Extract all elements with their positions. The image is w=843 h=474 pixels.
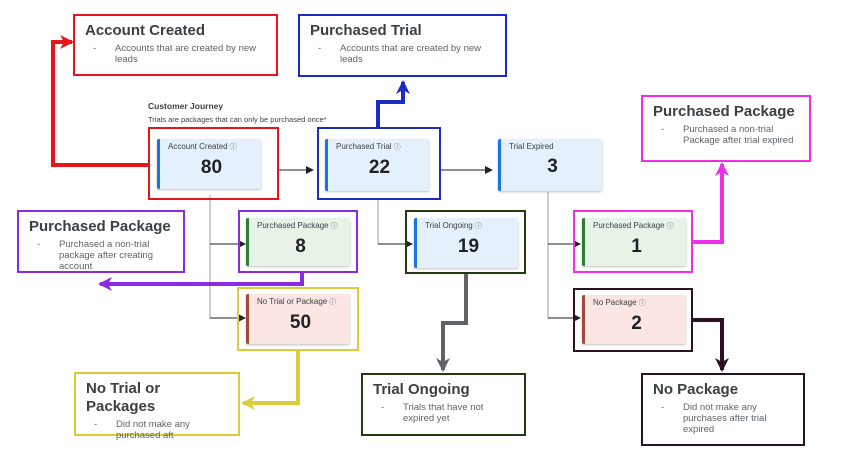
magenta-annotation-arrow <box>693 162 729 244</box>
card-label: Trial Ongoing <box>425 221 473 230</box>
card-label: Purchased Package <box>257 221 329 230</box>
highlight-frame-purchased-package-after-trial <box>573 210 693 273</box>
callout-title: No Package <box>653 381 739 398</box>
highlight-frame-no-package <box>573 288 693 352</box>
callout-description: Purchased a non-trial Package after tria… <box>683 124 794 146</box>
callout-no-trial-or-packages: No Trial or Packages - Did not make any … <box>74 372 240 441</box>
purple-annotation-arrow <box>98 273 304 291</box>
highlight-frame-purchased-package <box>238 210 358 273</box>
card-label: Purchased Package <box>593 221 665 230</box>
dark-annotation-arrow <box>692 318 729 372</box>
callout-account-created: Account Created - Accounts that are crea… <box>73 14 278 76</box>
card-value: 3 <box>547 156 558 177</box>
callout-trial-ongoing: Trial Ongoing - Trials that have not exp… <box>361 373 526 436</box>
bullet-dash: - <box>381 402 385 413</box>
callout-description: Did not make any purchases after trial e… <box>683 402 767 435</box>
card-label: Purchased Trial <box>336 142 392 151</box>
callout-description: Did not make any purchased aft <box>116 419 190 441</box>
card-value: 22 <box>368 157 391 178</box>
card-label: No Package <box>593 298 637 307</box>
card-label: No Trial or Package <box>257 297 328 306</box>
callout-purchased-trial: Purchased Trial - Accounts that are crea… <box>298 14 507 77</box>
info-icon[interactable]: ⓘ <box>638 300 646 307</box>
card-value: 19 <box>457 236 480 257</box>
callout-description: Accounts that are created by new leads <box>340 43 481 65</box>
tree-line-account-to-no-trial <box>209 195 238 319</box>
card-label: Trial Expired <box>509 142 554 151</box>
callout-title: Account Created <box>85 22 206 39</box>
red-annotation-arrow <box>51 35 148 167</box>
highlight-frame-purchased-trial <box>317 127 441 200</box>
info-icon[interactable]: ⓘ <box>474 223 482 230</box>
yellow-annotation-arrow <box>241 351 300 410</box>
highlight-frame-account-created <box>148 127 279 200</box>
info-icon[interactable]: ⓘ <box>329 299 337 306</box>
info-icon[interactable]: ⓘ <box>330 223 338 230</box>
info-icon[interactable]: ⓘ <box>229 144 237 151</box>
callout-purchased-package-after-account: Purchased Package - Purchased a non-tria… <box>17 210 185 273</box>
card-value: 80 <box>200 157 223 178</box>
card-label: Account Created <box>168 142 228 151</box>
callout-title: Trial Ongoing <box>373 381 470 398</box>
card-value: 1 <box>631 236 642 257</box>
callout-no-package: No Package - Did not make any purchases … <box>641 373 805 446</box>
info-icon[interactable]: ⓘ <box>666 223 674 230</box>
highlight-frame-trial-ongoing <box>405 210 526 274</box>
section-subtitle: Trials are packages that can only be pur… <box>148 115 327 124</box>
blue-annotation-arrow <box>376 80 410 127</box>
callout-title: Purchased Package <box>653 103 795 120</box>
callout-purchased-package-after-trial: Purchased Package - Purchased a non-tria… <box>641 95 811 162</box>
callout-title: Purchased Trial <box>310 22 422 39</box>
highlight-frame-no-trial-or-package <box>237 287 359 351</box>
bullet-dash: - <box>661 124 665 135</box>
bullet-dash: - <box>93 43 97 54</box>
callout-description: Accounts that are created by new leads <box>115 43 256 65</box>
info-icon[interactable]: ⓘ <box>393 144 401 151</box>
section-title: Customer Journey <box>148 101 224 111</box>
card-trial-expired[interactable]: Trial Expired 3 <box>498 139 602 191</box>
callout-title: Purchased Package <box>29 218 171 235</box>
bullet-dash: - <box>318 43 322 54</box>
bullet-dash: - <box>94 419 98 430</box>
gray-annotation-arrow <box>436 274 468 372</box>
card-value: 50 <box>289 312 312 333</box>
callout-description: Trials that have not expired yet <box>403 402 484 424</box>
card-value: 2 <box>631 313 642 334</box>
card-value: 8 <box>295 236 306 257</box>
callout-title: No Trial or Packages <box>86 380 161 415</box>
bullet-dash: - <box>661 402 665 413</box>
tree-line-expired-to-no-package <box>547 192 576 319</box>
callout-description: Purchased a non-trial package after crea… <box>59 239 154 272</box>
bullet-dash: - <box>37 239 41 250</box>
